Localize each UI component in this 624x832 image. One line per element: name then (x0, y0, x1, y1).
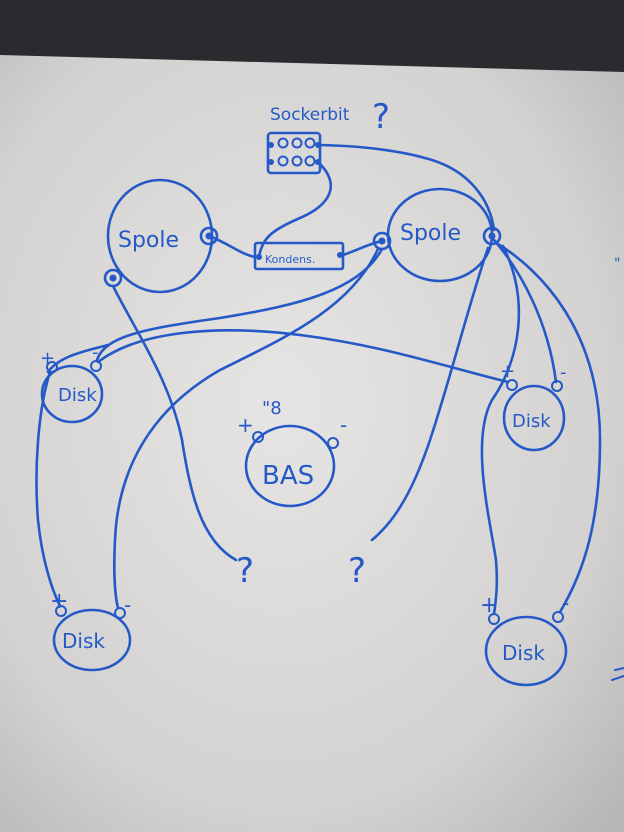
bass-label: BAS (262, 461, 314, 491)
wire-disktl-diskbl (35, 370, 62, 608)
bass-speaker (244, 424, 339, 508)
disk-bottom-right-label: Disk (502, 641, 545, 665)
left-question-mark: ? (236, 551, 254, 591)
wire-disktl-loop (46, 343, 110, 374)
wire-rightcoil-diskbr-plus (480, 244, 521, 616)
disk-top-right-label: Disk (512, 411, 551, 432)
wire-leftcoil-question (111, 284, 238, 562)
sockerbit-question: ? (372, 97, 390, 137)
bass-ohm: "8 (262, 398, 282, 419)
capacitor-label: Kondens. (265, 253, 315, 266)
disk-top-left (40, 360, 104, 424)
disk-bottom-left (52, 605, 132, 672)
paper-sheet (0, 55, 624, 832)
right-coil-label: Spole (400, 221, 461, 246)
wires (35, 143, 602, 616)
disk-tr-plus: + (500, 361, 515, 382)
wire-disktl-disktr (96, 329, 510, 384)
wire-sockerbit-capacitor (257, 160, 332, 259)
wire-rightcoil-disk-br (496, 242, 602, 614)
disk-top-right (502, 379, 566, 452)
left-coil-label: Spole (118, 228, 179, 253)
disk-bottom-left-label: Disk (62, 629, 105, 653)
disk-tl-minus: - (92, 342, 99, 363)
wire-capacitor-rightcoil (341, 239, 384, 257)
bass-plus: + (237, 413, 254, 437)
wire-leftcoil-capacitor (207, 234, 257, 259)
disk-tr-minus: - (560, 362, 567, 383)
center-question-mark: ? (348, 551, 366, 591)
disk-top-left-label: Disk (58, 385, 97, 406)
edge-quote-mark: " (614, 256, 620, 272)
disk-br-plus: + (480, 593, 498, 618)
sockerbit-label: Sockerbit (270, 105, 350, 125)
disk-bl-minus: - (124, 593, 131, 617)
wire-rightcoil-disk-tr (492, 238, 558, 384)
wire-rightcoil-disk-bl (113, 247, 380, 610)
wire-rightcoil-disk-tl (95, 247, 384, 362)
wire-sockerbit-rightcoil (318, 143, 496, 232)
wire-rightcoil-question (370, 246, 490, 542)
disk-tl-plus: + (40, 348, 55, 369)
disk-br-minus: - (562, 591, 569, 615)
edge-strokes (611, 667, 624, 681)
bass-minus: - (340, 413, 347, 437)
disk-bl-plus: + (50, 589, 68, 614)
